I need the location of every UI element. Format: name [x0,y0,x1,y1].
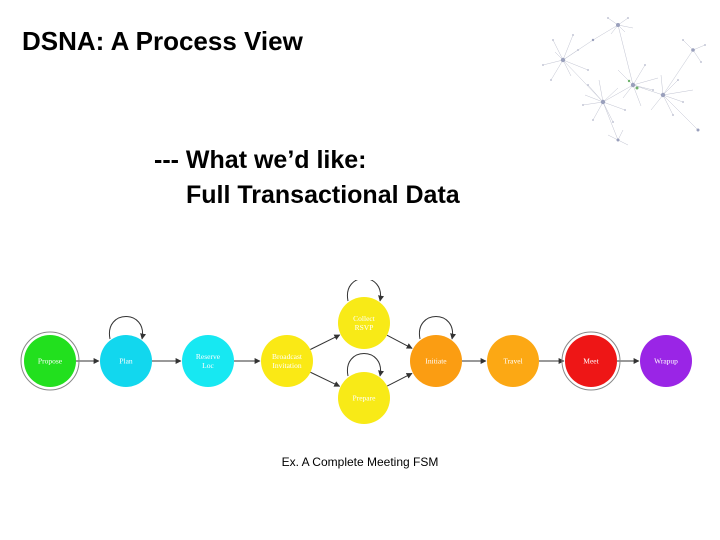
subtitle-line-1: --- What we’d like: [154,146,367,174]
state-label: Prepare [353,394,377,403]
state-label: Plan [119,357,133,366]
state-travel: Travel [487,335,539,387]
state-ring [20,331,80,391]
state-label: Travel [503,357,522,366]
network-graph-image [542,17,706,146]
self-loop-prepare [347,353,384,377]
state-circle [100,335,152,387]
diagram-caption: Ex. A Complete Meeting FSM [281,455,439,469]
state-label: Loc [202,361,214,370]
state-circle [182,335,234,387]
state-circle [261,335,313,387]
state-label: Broadcast [272,352,303,361]
self-loop-collect-rsvp [347,280,384,302]
fsm-transitions [76,280,640,387]
self-loop-initiate [419,316,456,340]
subtitle-line-2: Full Transactional Data [186,181,460,209]
state-circle [410,335,462,387]
state-propose: Propose [20,331,80,391]
transition-broadcast-invitation-to-prepare [310,371,341,387]
state-circle [338,372,390,424]
transition-collect-rsvp-to-initiate [386,334,413,349]
state-label: Meet [583,357,599,366]
state-circle [24,335,76,387]
state-ring [561,331,621,391]
state-label: Invitation [272,361,301,370]
state-circle [338,297,390,349]
state-label: Reserve [196,352,221,361]
state-circle [565,335,617,387]
self-loop-plan [109,316,146,340]
state-label: Initiate [425,357,447,366]
state-wrapup: Wrapup [640,335,692,387]
state-label: Collect [353,314,376,323]
state-label: Propose [38,357,63,366]
state-meet: Meet [561,331,621,391]
state-label: Wrapup [654,357,678,366]
state-label: RSVP [355,323,374,332]
slide-title: DSNA: A Process View [22,26,303,56]
state-plan: Plan [100,335,152,387]
transition-prepare-to-initiate [386,372,413,387]
transition-broadcast-invitation-to-collect-rsvp [310,334,341,350]
state-prepare: Prepare [338,372,390,424]
state-circle [487,335,539,387]
state-circle [640,335,692,387]
state-initiate: Initiate [410,335,462,387]
